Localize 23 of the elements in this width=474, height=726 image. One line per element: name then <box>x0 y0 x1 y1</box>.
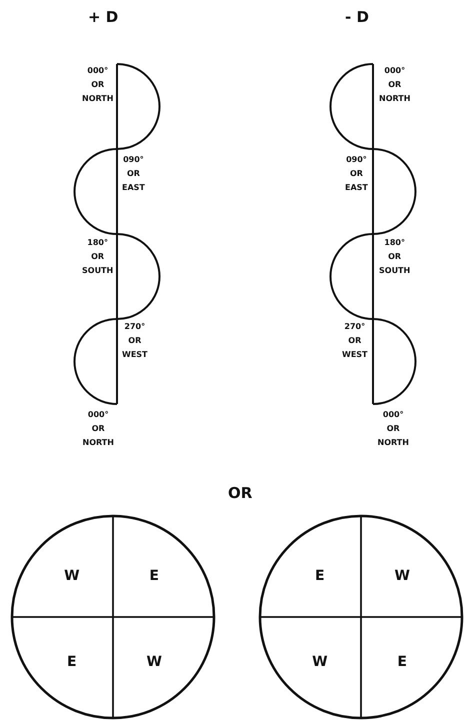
bearing-label: 090° OR EAST <box>122 154 145 194</box>
quadrant-letter: E <box>315 568 325 584</box>
bearing-label: 000° OR NORTH <box>379 65 410 105</box>
quadrant-letter: E <box>397 654 407 670</box>
quadrant-letter: E <box>67 654 77 670</box>
bearing-label: 000° OR NORTH <box>82 65 114 105</box>
bearing-label: 090° OR EAST <box>345 154 368 194</box>
bearing-label: 270° OR WEST <box>122 321 148 361</box>
quadrant-circle <box>258 514 464 720</box>
quadrant-letter: W <box>394 568 410 584</box>
bearing-label: 180° OR SOUTH <box>379 237 410 277</box>
quadrant-letter: E <box>149 568 159 584</box>
bearing-label: 180° OR SOUTH <box>82 237 114 277</box>
connector-word: OR <box>228 484 252 502</box>
quadrant-letter: W <box>312 654 328 670</box>
bearing-label: 000° OR NORTH <box>378 409 409 449</box>
heading-label: + D <box>88 8 118 26</box>
quadrant-letter: W <box>64 568 80 584</box>
quadrant-letter: W <box>146 654 162 670</box>
bearing-label: 270° OR WEST <box>342 321 368 361</box>
quadrant-circle <box>10 514 216 720</box>
bearing-label: 000° OR NORTH <box>82 409 114 449</box>
heading-label: - D <box>345 8 369 26</box>
